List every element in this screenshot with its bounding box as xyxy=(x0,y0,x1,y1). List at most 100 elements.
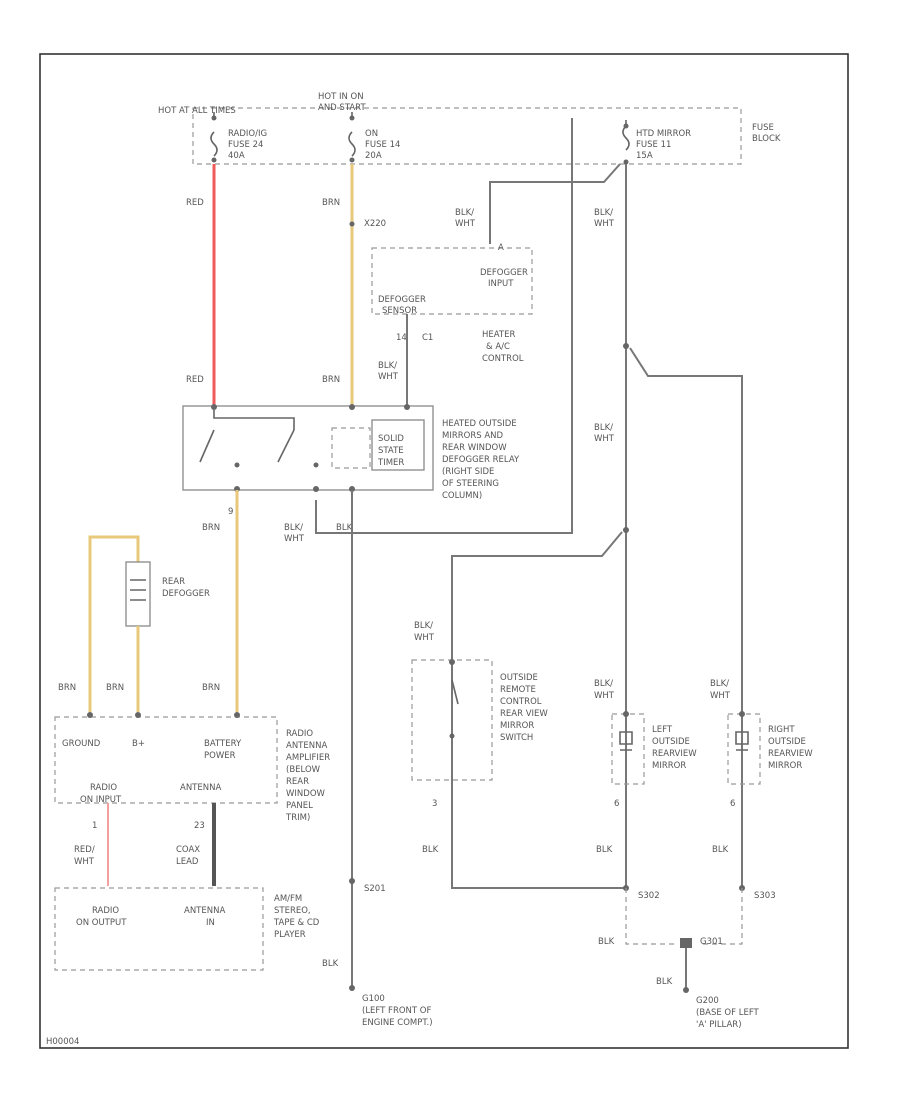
footer-code: H00004 xyxy=(46,1037,79,1047)
wire-red-label-top: RED xyxy=(186,198,204,208)
amp-label-3: AMPLIFIER xyxy=(286,753,330,763)
wire-brn-relay-1: BRN xyxy=(202,523,220,533)
hot-at-all-times-label: HOT AT ALL TIMES xyxy=(158,106,236,116)
fuse-radio-line2: FUSE 24 xyxy=(228,140,263,150)
ground-connector-label: G301 xyxy=(700,937,723,947)
amp-battery-2: POWER xyxy=(204,751,236,761)
ground-bus-left xyxy=(625,888,674,945)
fuse-radio-terminal xyxy=(211,115,217,121)
fuse-htd-terminal xyxy=(623,123,629,129)
wire-sensor-blkwht-1: BLK/ xyxy=(378,361,397,371)
splice-upper-right xyxy=(623,343,629,349)
amp-pin-battery xyxy=(234,712,240,718)
splice-s303-label: S303 xyxy=(754,891,776,901)
wire-to-right-mirror xyxy=(629,347,743,888)
fuse-htd-line2: FUSE 11 xyxy=(636,140,671,150)
switch-pin-top xyxy=(449,659,455,665)
relay-contact-2 xyxy=(277,429,295,463)
left-mirror-label-3: REARVIEW xyxy=(652,749,697,759)
left-mirror: BLK/ WHT LEFT OUTSIDE REARVIEW MIRROR 6 … xyxy=(594,679,697,855)
relay-out-pin-blkwht xyxy=(313,486,319,492)
solid-state-2: STATE xyxy=(378,446,404,456)
amp-bplus-label: B+ xyxy=(132,739,145,749)
relay-contact-2-dot xyxy=(313,462,319,468)
wire-brn-relay-2: BRN xyxy=(202,683,220,693)
fuse-block: HOT AT ALL TIMES HOT IN ON AND START RAD… xyxy=(158,92,781,165)
amp-pin-bplus xyxy=(135,712,141,718)
rear-defogger-1: REAR xyxy=(162,577,185,587)
wire-brn-bplus-label: BRN xyxy=(106,683,124,693)
amp-label-2: ANTENNA xyxy=(286,741,327,751)
switch-label-1: OUTSIDE xyxy=(500,673,538,683)
wire-red-label-bottom: RED xyxy=(186,375,204,385)
wire-brn-ground-label: BRN xyxy=(58,683,76,693)
antenna-amplifier: GROUND B+ BATTERY POWER RADIO ON INPUT A… xyxy=(54,712,330,823)
relay-bus xyxy=(213,410,295,430)
right-mirror-label-3: REARVIEW xyxy=(768,749,813,759)
right-mirror: BLK/ WHT RIGHT OUTSIDE REARVIEW MIRROR 6… xyxy=(710,679,813,855)
relay-label-5: (RIGHT SIDE xyxy=(442,467,494,477)
fuse-on-line2: FUSE 14 xyxy=(365,140,400,150)
right-mirror-label-4: MIRROR xyxy=(768,761,802,771)
relay-label-4: DEFOGGER RELAY xyxy=(442,455,520,465)
stereo-label-2: STEREO, xyxy=(274,906,311,916)
switch-pin-3: 3 xyxy=(432,799,437,809)
ground-g200-3: 'A' PILLAR) xyxy=(696,1020,742,1030)
fuse-htd-symbol xyxy=(622,120,630,151)
relay-pin-brn xyxy=(349,404,355,410)
wire-htd-blkwht-right-1: BLK/ xyxy=(594,208,613,218)
amp-radio-on-1: RADIO xyxy=(90,783,117,793)
fuse-block-label-2: BLOCK xyxy=(752,134,781,144)
pin-1-label: 1 xyxy=(92,821,97,831)
stereo-radio-on-1: RADIO xyxy=(92,906,119,916)
fuse-htd-line3: 15A xyxy=(636,151,653,161)
fuse-radio-terminal-low xyxy=(211,157,217,163)
ground-blk-label: BLK xyxy=(322,959,339,969)
ground-connector xyxy=(680,938,692,948)
wire-fuse-loop-to-relay xyxy=(315,118,573,534)
amp-label-7: PANEL xyxy=(286,801,313,811)
relay-label-3: REAR WINDOW xyxy=(442,443,507,453)
connector-c1-pin-a: A xyxy=(498,243,504,253)
left-mirror-label-2: OUTSIDE xyxy=(652,737,690,747)
left-mirror-outline xyxy=(611,713,645,785)
solid-state-timer-box xyxy=(371,419,425,471)
stereo-outline xyxy=(54,887,264,971)
fuse-block-outline xyxy=(192,107,742,165)
defogger-sensor-2: SENSOR xyxy=(382,306,417,316)
stereo-label-4: PLAYER xyxy=(274,930,306,940)
switch-contact xyxy=(451,679,459,705)
ground-g100-3: ENGINE COMPT.) xyxy=(362,1018,433,1028)
switch-label-6: SWITCH xyxy=(500,733,533,743)
defogger-sensor-1: DEFOGGER xyxy=(378,295,426,305)
amp-label-8: TRIM) xyxy=(285,813,310,823)
left-mirror-pin-6: 6 xyxy=(614,799,619,809)
relay-pin-9-label: 9 xyxy=(228,507,233,517)
ground-g200-1: G200 xyxy=(696,996,719,1006)
ground-g100-1: G100 xyxy=(362,994,385,1004)
left-mirror-pin-top xyxy=(623,711,629,717)
right-mirror-blk-label: BLK xyxy=(712,845,729,855)
wire-brn-label-bottom: BRN xyxy=(322,375,340,385)
stereo-antenna-2: IN xyxy=(206,918,215,928)
wire-htd-to-defogger-input xyxy=(489,163,621,244)
left-mirror-label-1: LEFT xyxy=(652,725,673,735)
connector-c1-c1: C1 xyxy=(422,333,433,343)
mirror-switch: BLK/ WHT OUTSIDE REMOTE CONTROL REAR VIE… xyxy=(411,621,548,855)
right-mirror-blkwht-1: BLK/ xyxy=(710,679,729,689)
amp-label-5: REAR xyxy=(286,777,309,787)
fuse-block-label-1: FUSE xyxy=(752,123,774,133)
splice-mid-right xyxy=(623,527,629,533)
relay-contact-1-dot xyxy=(234,462,240,468)
splice-s201 xyxy=(349,878,355,884)
switch-label-4: REAR VIEW xyxy=(500,709,548,719)
switch-pin-mid xyxy=(449,733,455,739)
switch-blkwht-1: BLK/ xyxy=(414,621,433,631)
hot-in-on-label-1: HOT IN ON xyxy=(318,92,364,102)
right-mirror-label-2: OUTSIDE xyxy=(768,737,806,747)
right-mirror-element xyxy=(735,731,749,751)
right-mirror-label-1: RIGHT xyxy=(768,725,795,735)
defogger-input-1: DEFOGGER xyxy=(480,268,528,278)
wire-htd-blkwht-2: WHT xyxy=(455,219,476,229)
fuse-radio-line3: 40A xyxy=(228,151,245,161)
